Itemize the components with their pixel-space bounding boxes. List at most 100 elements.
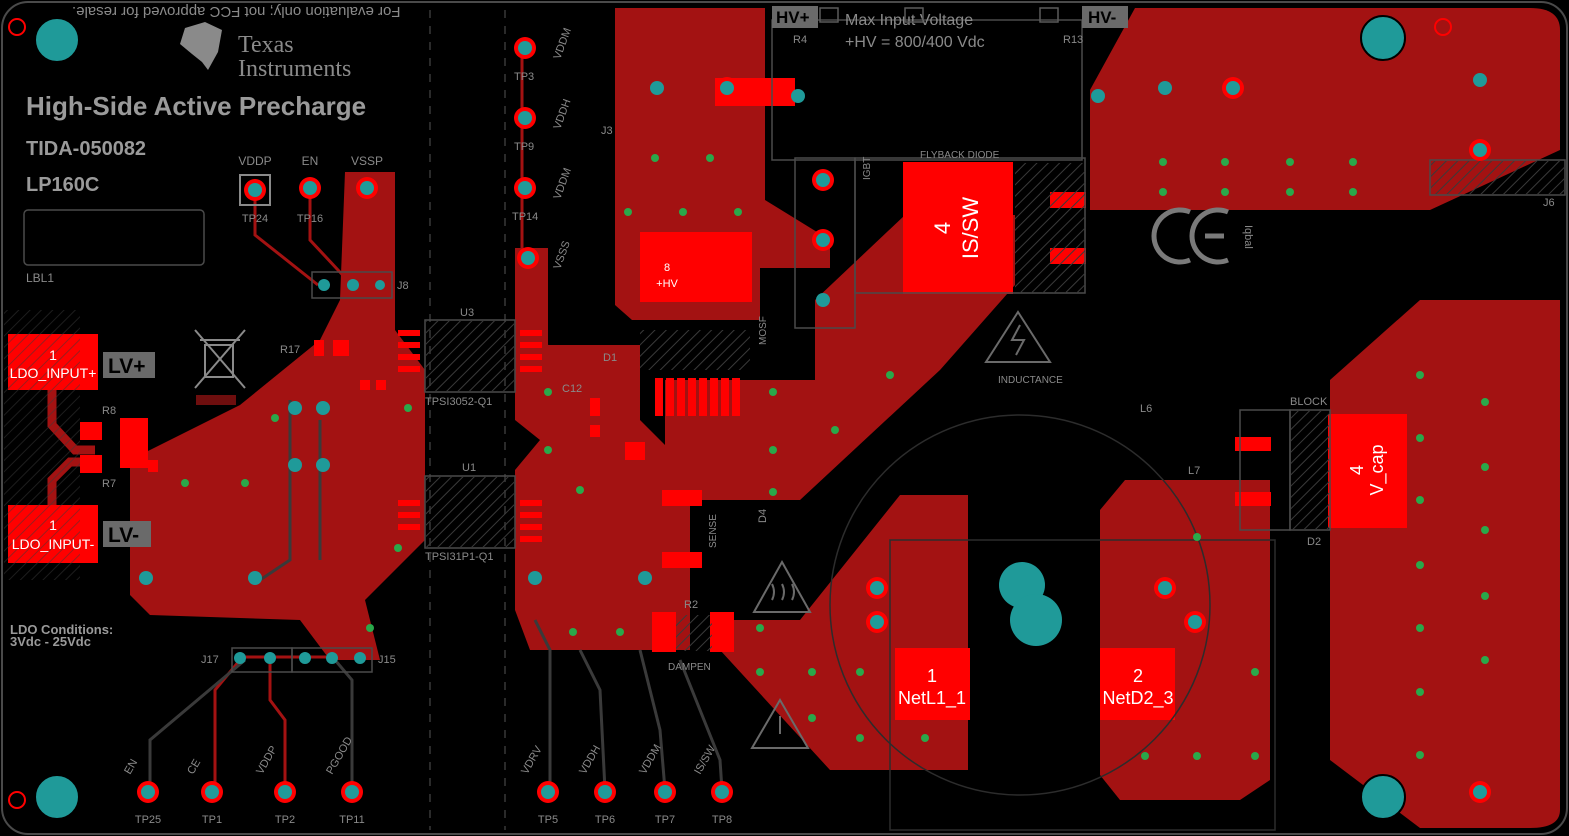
ti-logo-icon: Texas Instruments — [180, 22, 351, 82]
tp5-label: TP5 — [538, 814, 558, 826]
pad-vcap — [1328, 414, 1407, 528]
stitch-via — [181, 479, 189, 487]
pad — [662, 552, 702, 568]
stitch-via — [1221, 158, 1229, 166]
j15-outline — [291, 647, 373, 673]
pad — [590, 398, 600, 416]
fiducials — [8, 18, 1452, 809]
copper-netd2-plane — [1100, 480, 1270, 800]
hv-plus-badge — [772, 6, 818, 28]
pad — [677, 378, 685, 416]
via — [720, 81, 734, 95]
via — [303, 181, 317, 195]
sense-label: SENSE — [708, 514, 719, 548]
is-sw-label-group: 4 IS/SW — [930, 197, 983, 260]
pad — [520, 330, 542, 336]
via — [1226, 81, 1240, 95]
stitch-via — [1349, 158, 1357, 166]
hatch-block — [1291, 411, 1329, 529]
vcap-net: V_cap — [1367, 444, 1388, 495]
pad — [520, 366, 542, 372]
inductor-outline — [771, 19, 1083, 161]
via — [375, 280, 385, 290]
u3-outline — [424, 319, 516, 393]
ldo-plus-net: LDO_INPUT+ — [10, 365, 97, 381]
stitch-via — [831, 426, 839, 434]
stitch-via — [1481, 398, 1489, 406]
pad — [520, 500, 542, 506]
stitch-via — [769, 488, 777, 496]
pad — [398, 524, 420, 530]
stitch-via — [1141, 752, 1149, 760]
stitch-via — [756, 624, 764, 632]
board-title: High-Side Active Precharge — [26, 91, 366, 121]
stitch-via — [1221, 188, 1229, 196]
j15-label: J15 — [378, 654, 396, 666]
hv-minus-label: HV- — [1088, 8, 1116, 27]
lv-plus-label: LV+ — [108, 355, 146, 378]
part-number: TIDA-050082 — [26, 138, 146, 160]
trace — [533, 619, 552, 790]
hatch-ldo — [4, 310, 80, 580]
pad — [655, 378, 663, 416]
mounting-hole-top-right — [1360, 15, 1406, 61]
ldo-conditions-range: 3Vdc - 25Vdc — [10, 634, 91, 649]
label-box-text: LBL1 — [26, 271, 54, 285]
fiducial-icon — [1434, 18, 1452, 36]
via — [318, 279, 330, 291]
via — [248, 571, 262, 585]
pad — [333, 340, 349, 356]
stitch-via — [271, 414, 279, 422]
stitch-via — [769, 388, 777, 396]
ce-mark-icon — [1151, 207, 1229, 265]
via — [288, 458, 302, 472]
pad — [520, 536, 542, 542]
via — [638, 571, 652, 585]
via — [248, 183, 262, 197]
j8-label: J8 — [397, 280, 409, 292]
pad — [80, 422, 102, 440]
block-label: BLOCK — [1290, 396, 1328, 408]
vcap-label-group: 4 V_cap — [1347, 444, 1388, 495]
stitch-via — [769, 446, 777, 454]
vias — [137, 37, 1491, 803]
d2-label: D2 — [1307, 536, 1321, 548]
stitch-via — [1286, 158, 1294, 166]
stitch-via — [1416, 751, 1424, 759]
stitch-via — [1416, 624, 1424, 632]
pad — [398, 500, 420, 506]
via — [1158, 581, 1172, 595]
trace — [148, 658, 246, 790]
via — [816, 173, 830, 187]
pad — [520, 512, 542, 518]
trace — [333, 659, 354, 790]
stitch-via — [1286, 188, 1294, 196]
trace — [268, 660, 287, 790]
pad — [520, 524, 542, 530]
stitch-via — [624, 208, 632, 216]
via — [715, 785, 729, 799]
ldo-minus-net: LDO_INPUT- — [12, 536, 95, 552]
stitch-via — [1481, 592, 1489, 600]
tp9-label: TP9 — [514, 141, 534, 153]
hatch-u3 — [426, 321, 514, 391]
tp25-label: TP25 — [135, 814, 161, 826]
via — [870, 615, 884, 629]
stitch-via — [706, 154, 714, 162]
igbt-label: IGBT — [862, 157, 873, 180]
l7-label: L7 — [1188, 465, 1200, 477]
netd2-num: 2 — [1133, 666, 1143, 686]
pad — [80, 455, 102, 473]
r13-label: R13 — [1063, 34, 1083, 46]
via — [518, 181, 532, 195]
pad — [398, 342, 420, 348]
stitch-via — [1416, 434, 1424, 442]
via — [1158, 81, 1172, 95]
trace — [259, 400, 292, 582]
via — [288, 401, 302, 415]
pad — [520, 342, 542, 348]
pad — [590, 425, 600, 437]
via — [326, 652, 338, 664]
via — [1473, 143, 1487, 157]
